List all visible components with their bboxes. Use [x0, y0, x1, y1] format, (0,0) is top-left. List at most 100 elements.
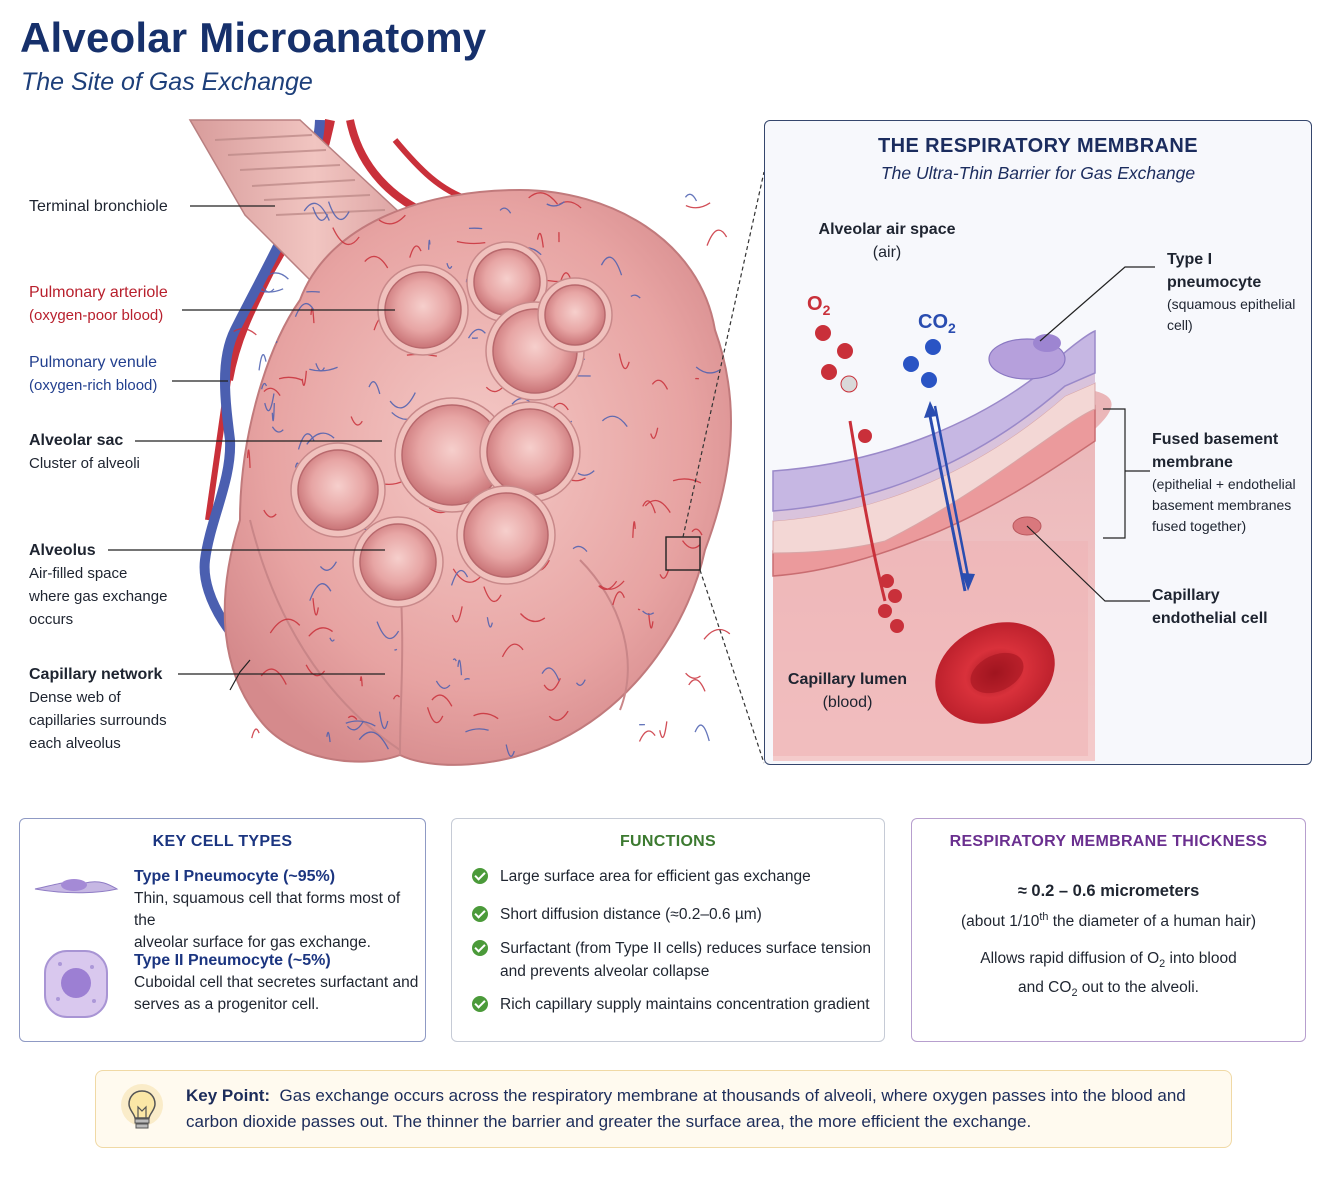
type2-desc-line: serves as a progenitor cell. [134, 996, 320, 1013]
capillary-segment [364, 255, 389, 269]
basement-desc-line: basement membranes [1152, 497, 1292, 513]
function-text: Rich capillary supply maintains concentr… [500, 996, 870, 1013]
respiratory-membrane-panel: THE RESPIRATORY MEMBRANE The Ultra-Thin … [764, 120, 1312, 765]
alveolus-desc-line: occurs [29, 611, 74, 628]
explanation-subscript: 2 [1071, 987, 1078, 1000]
compare-text: the diameter of a human hair) [1048, 913, 1257, 931]
function-text: Surfactant (from Type II cells) reduces … [500, 940, 872, 957]
capillary-segment [266, 272, 289, 280]
capillary-segment [368, 381, 381, 395]
capillary-segment [426, 707, 444, 724]
capillary-segment [312, 598, 319, 616]
capillary-segment [308, 627, 333, 637]
capillary-segment [632, 521, 636, 538]
thickness-title: RESPIRATORY MEMBRANE THICKNESS [949, 833, 1268, 850]
alveolus-desc-line: where gas exchange [29, 588, 168, 605]
o2-molecule [821, 364, 837, 380]
capillary-segment [519, 613, 546, 623]
co2-subscript: 2 [948, 320, 956, 336]
capillary-segment [630, 294, 641, 299]
key-cell-types-title: KEY CELL TYPES [152, 833, 293, 850]
function-text: Large surface area for efficient gas exc… [500, 868, 811, 885]
capillary-segment [695, 366, 720, 374]
capillary-segment [246, 449, 251, 468]
alveolus-opening [377, 264, 469, 356]
co2-molecule [925, 339, 941, 355]
pulmonary-arteriole-title: Pulmonary arteriole [29, 284, 168, 301]
capillary-segment [659, 721, 668, 739]
function-item: Large surface area for efficient gas exc… [472, 865, 877, 903]
lumen-title: Capillary lumen [787, 671, 908, 688]
type1-pneumocyte-label: Type I pneumocyte (squamous epithelial c… [1167, 248, 1295, 336]
capillary-segment [599, 580, 625, 590]
type1-info: Type I Pneumocyte (~95%) Thin, squamous … [134, 866, 419, 954]
capillary-segment [691, 528, 703, 536]
capillary-segment [326, 731, 331, 743]
capillary-segment [435, 680, 451, 689]
check-circle-icon [472, 868, 488, 884]
alveolus-opening [290, 442, 386, 538]
o2-molecule [858, 429, 872, 443]
capillary-segment [464, 678, 470, 681]
capillary-segment [548, 710, 569, 721]
capillary-segment [600, 256, 623, 276]
capillary-segment [305, 664, 326, 677]
capillary-segment [644, 499, 671, 513]
capillary-segment [473, 712, 499, 720]
label-pulmonary-arteriole: Pulmonary arteriole (oxygen-poor blood) [29, 281, 168, 327]
capillary-segment [577, 470, 595, 476]
check-circle-icon [472, 906, 488, 922]
capillary-segment [685, 672, 701, 679]
capillary-segment [233, 328, 257, 336]
capillary-segment [685, 202, 711, 209]
o2-text: O [807, 293, 823, 315]
label-terminal-bronchiole: Terminal bronchiole [29, 195, 168, 218]
pulmonary-arteriole-desc: (oxygen-poor blood) [29, 307, 164, 324]
capillary-segment [347, 715, 358, 721]
alveolus-title: Alveolus [29, 542, 96, 559]
type1-name: Type I Pneumocyte (~95%) [134, 868, 336, 885]
thickness-value: ≈ 0.2 – 0.6 micrometers [1017, 882, 1200, 900]
alveolus-opening [456, 485, 556, 585]
capillary-segment [642, 500, 656, 514]
air-space-desc: (air) [872, 244, 902, 261]
capillary-segment [501, 643, 524, 658]
alveolar-illustration [108, 119, 765, 766]
capillary-segment [575, 679, 586, 686]
capillary-network-title: Capillary network [29, 666, 163, 683]
check-circle-icon [472, 996, 488, 1012]
explanation-text: into blood [1165, 950, 1237, 967]
panel-title: THE RESPIRATORY MEMBRANE [877, 135, 1198, 157]
capillary-segment [271, 426, 284, 433]
type1-desc-line: cell) [1167, 317, 1193, 333]
type1-desc-line: alveolar surface for gas exchange. [134, 934, 371, 951]
capillary-segment [394, 648, 398, 651]
key-cell-types-box: KEY CELL TYPES Type I Pneumocyte (~95%) … [19, 818, 426, 1042]
capillary-segment [451, 606, 463, 623]
capillary-segment [659, 569, 670, 579]
capillary-segment [278, 376, 304, 382]
type1-desc-line: Thin, squamous cell that forms most of t… [134, 890, 401, 929]
function-text: Short diffusion distance (≈0.2–0.6 µm) [500, 906, 762, 923]
basement-membrane-label: Fused basement membrane (epithelial + en… [1152, 428, 1296, 537]
type2-name: Type II Pneumocyte (~5%) [134, 952, 331, 969]
co2-label: CO2 [918, 311, 956, 340]
basement-desc-line: fused together) [1152, 518, 1247, 534]
explanation-text: out to the alveoli. [1077, 979, 1199, 997]
o2-molecule [888, 589, 902, 603]
capillary-segment [271, 402, 275, 422]
capillary-segment [450, 569, 469, 586]
capillary-segment [312, 206, 329, 221]
alveolus-opening [352, 516, 444, 608]
capillary-segment [483, 586, 502, 603]
capillary-segment [350, 416, 363, 426]
lumen-desc: (blood) [822, 694, 873, 711]
type2-info: Type II Pneumocyte (~5%) Cuboidal cell t… [134, 950, 419, 1016]
capillary-segment [315, 363, 325, 372]
capillary-segment [358, 731, 389, 750]
alveolar-sac-desc: Cluster of alveoli [29, 455, 140, 472]
capillary-segment [648, 613, 654, 629]
capillary-segment [346, 721, 364, 731]
capillary-segment [376, 621, 400, 640]
capillary-segment [601, 415, 628, 428]
